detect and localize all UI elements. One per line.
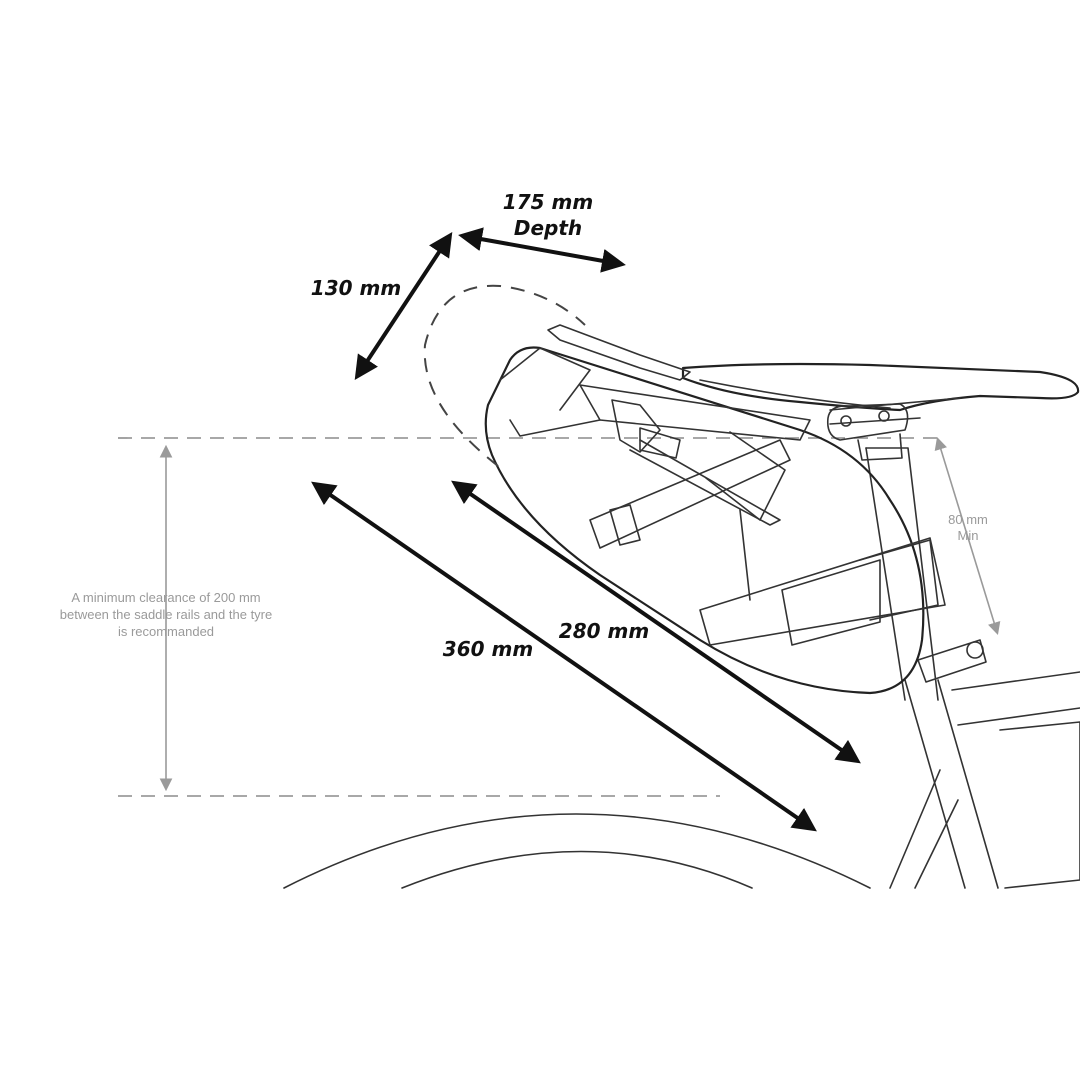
- bike-frame: [865, 447, 1080, 889]
- clearance-note-line2: between the saddle rails and the tyre: [60, 607, 272, 622]
- clearance-note-line1: A minimum clearance of 200 mm: [71, 590, 260, 605]
- seatpost-gap-value-label: 80 mm: [948, 512, 988, 527]
- depth-word-label: Depth: [514, 216, 582, 240]
- depth-value-label: 175 mm: [503, 190, 593, 214]
- depth-arrow: [458, 227, 626, 273]
- saddle: [681, 362, 1080, 461]
- max-length-arrow: [311, 481, 817, 832]
- clearance-note-line3: is recommanded: [118, 624, 214, 639]
- seatpost-gap-word-label: Min: [958, 528, 979, 543]
- bag-length-label: 280 mm: [559, 619, 649, 643]
- height-label: 130 mm: [311, 276, 401, 300]
- expanded-bag-outline: [423, 284, 586, 467]
- max-length-label: 360 mm: [443, 637, 533, 661]
- rear-tyre-inner: [401, 850, 753, 889]
- seatpost-gap-arrow: [934, 436, 1001, 636]
- height-arrow: [354, 231, 453, 381]
